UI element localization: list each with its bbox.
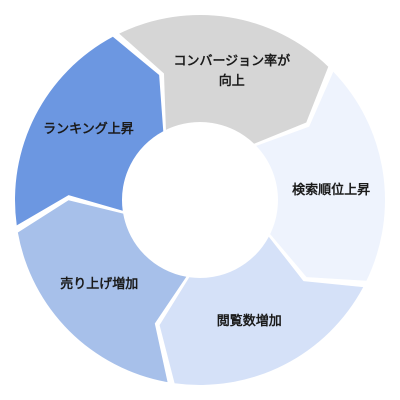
segment-conversion bbox=[119, 14, 329, 144]
segment-sales bbox=[17, 200, 187, 383]
segment-search-rank-label: 検索順位上昇 bbox=[292, 182, 371, 198]
segment-ranking-label: ランキング上昇 bbox=[43, 122, 134, 138]
segment-conversion-label: コンバージョン率が向上 bbox=[173, 54, 291, 90]
segment-search-rank bbox=[256, 71, 385, 281]
segment-ranking bbox=[14, 36, 164, 226]
segment-sales-label: 売り上げ増加 bbox=[60, 276, 139, 292]
segment-page-views-label: 閲覧数増加 bbox=[216, 313, 282, 329]
segment-page-views bbox=[159, 236, 364, 385]
